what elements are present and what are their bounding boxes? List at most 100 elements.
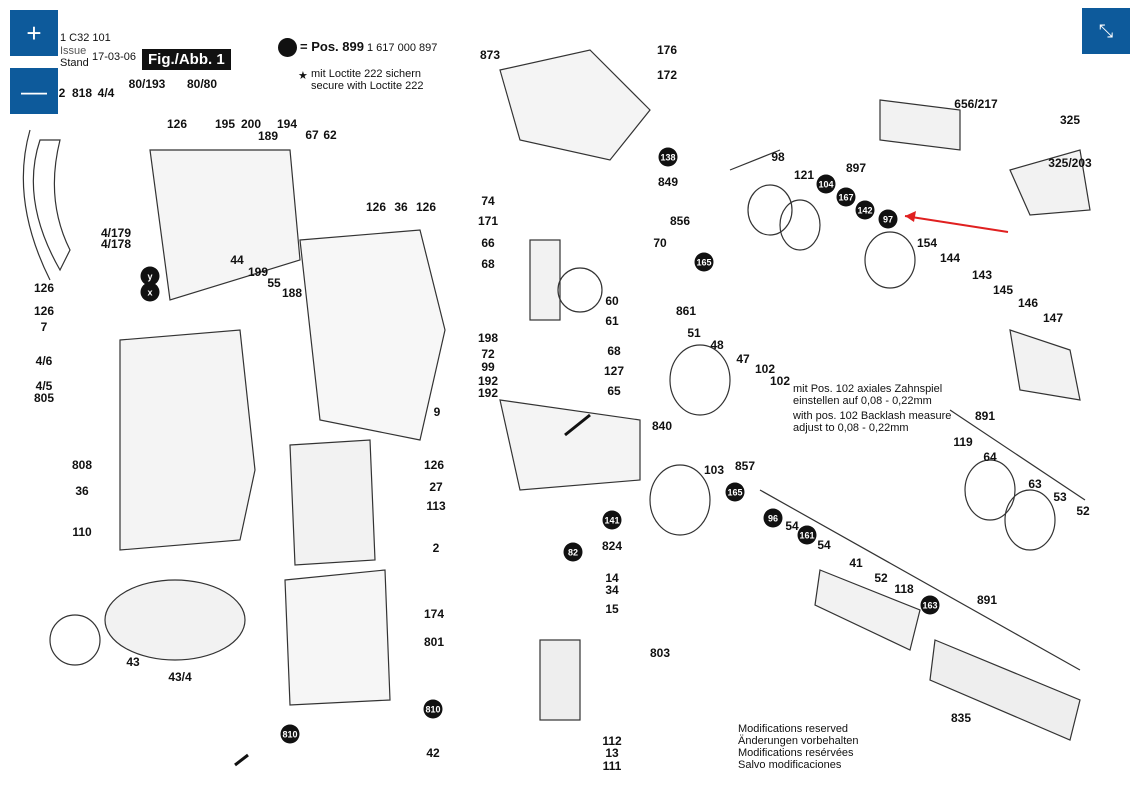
modifications-en: Modifications reserved: [738, 723, 849, 735]
note-de-2: einstellen auf 0,08 - 0,22mm: [793, 395, 932, 407]
part-label: 43/4: [168, 670, 192, 684]
loctite-en: secure with Loctite 222: [311, 80, 424, 92]
part-label: 118: [894, 582, 914, 596]
issue-date: 17-03-06: [92, 51, 137, 63]
part-label: 103: [703, 463, 725, 477]
circled-part-label: 97: [878, 209, 898, 229]
part-label: 4/178: [100, 237, 132, 251]
part-label: 891: [974, 409, 996, 423]
note-en-2: adjust to 0,08 - 0,22mm: [793, 422, 909, 434]
part-label: 172: [656, 68, 678, 82]
collapse-arrows-icon: ⤡: [1098, 20, 1114, 41]
part-label: x: [140, 282, 160, 302]
part-label: 111: [602, 759, 622, 773]
part-label: 36: [394, 200, 408, 214]
part-label: 63: [1028, 477, 1042, 491]
part-label: 656/217: [954, 97, 998, 111]
circled-part-label: 161: [797, 525, 817, 545]
figure-label: Fig./Abb. 1: [142, 49, 231, 70]
stator-part: [289, 439, 376, 566]
part-label: 126: [166, 117, 188, 131]
circled-part-label: 138: [658, 147, 678, 167]
part-label: 113: [426, 499, 446, 513]
part-label: 891: [976, 593, 998, 607]
zoom-out-button[interactable]: —: [10, 68, 58, 114]
note-de-1: mit Pos. 102 axiales Zahnspiel: [793, 383, 943, 395]
part-label: 64: [983, 450, 997, 464]
doc-number: 1 C32 101: [60, 32, 111, 44]
part-label: 4/6: [35, 354, 53, 368]
part-label: 47: [736, 352, 750, 366]
plus-icon: +: [26, 17, 42, 48]
part-label: 171: [477, 214, 499, 228]
part-label: 147: [1042, 311, 1064, 325]
part-label: 126: [33, 304, 55, 318]
part-label: 801: [423, 635, 445, 649]
part-label: 2: [58, 86, 66, 100]
part-label: 119: [953, 435, 973, 449]
chuck-part-2: [1009, 149, 1091, 216]
part-label: 195: [214, 117, 236, 131]
part-label: 126: [423, 458, 445, 472]
modifications-es: Salvo modificaciones: [738, 759, 842, 771]
part-label: 192: [477, 386, 499, 400]
cover-part: [499, 49, 651, 161]
star-icon: ★: [298, 70, 308, 82]
schematic-part: [49, 614, 101, 666]
part-label: 803: [649, 646, 671, 660]
hammer-tube-part: [814, 569, 921, 651]
part-label: 80/80: [186, 77, 218, 91]
exit-fullscreen-button[interactable]: ⤡: [1082, 8, 1130, 54]
part-label: 41: [849, 556, 863, 570]
part-label: 112: [602, 734, 622, 748]
part-label: 325: [1059, 113, 1081, 127]
part-label: 67: [305, 128, 319, 142]
handle-part: [32, 139, 71, 272]
part-label: 861: [675, 304, 697, 318]
part-label: 48: [710, 338, 724, 352]
part-label: 189: [257, 129, 279, 143]
pos-number: 1 617 000 897: [367, 42, 438, 54]
part-label: 60: [605, 294, 619, 308]
part-label: 110: [72, 525, 92, 539]
pos-legend: = Pos. 899: [300, 39, 364, 54]
loctite-de: mit Loctite 222 sichern: [311, 68, 422, 80]
minus-icon: —: [21, 75, 47, 106]
circled-part-label: 104: [816, 174, 836, 194]
part-label: 127: [603, 364, 625, 378]
part-label: y: [140, 266, 160, 286]
gear-housing-part-2: [499, 399, 641, 491]
tool-holder-part: [929, 639, 1081, 741]
part-label: 192: [477, 374, 499, 388]
part-label: 4/5: [35, 379, 53, 393]
motor-housing-part: [119, 329, 256, 551]
zoom-in-button[interactable]: +: [10, 10, 58, 56]
part-label: 325/203: [1048, 156, 1092, 170]
part-label: 145: [992, 283, 1014, 297]
part-label: 44: [230, 253, 244, 267]
part-label: 174: [423, 607, 445, 621]
part-label: 13: [605, 746, 619, 760]
gear-housing-part: [299, 229, 446, 441]
part-label: 154: [916, 236, 938, 250]
part-label: 27: [429, 480, 443, 494]
note-en-1: with pos. 102 Backlash measure: [793, 410, 952, 422]
circled-part-label: 165: [725, 482, 745, 502]
part-label: 144: [939, 251, 961, 265]
part-label: 4/4: [97, 86, 115, 100]
part-label: 74: [481, 194, 495, 208]
circled-part-label: 142: [855, 200, 875, 220]
part-label: 34: [605, 583, 619, 597]
part-label: 126: [415, 200, 437, 214]
part-label: 62: [323, 128, 337, 142]
circled-part-label: 141: [602, 510, 622, 530]
part-label: 121: [793, 168, 815, 182]
part-label: 54: [817, 538, 831, 552]
part-label: 42: [426, 746, 440, 760]
armature-part: [539, 639, 581, 721]
part-label: 194: [276, 117, 298, 131]
housing-part: [284, 569, 391, 706]
part-label: 53: [1053, 490, 1067, 504]
chuck-part: [879, 99, 961, 151]
